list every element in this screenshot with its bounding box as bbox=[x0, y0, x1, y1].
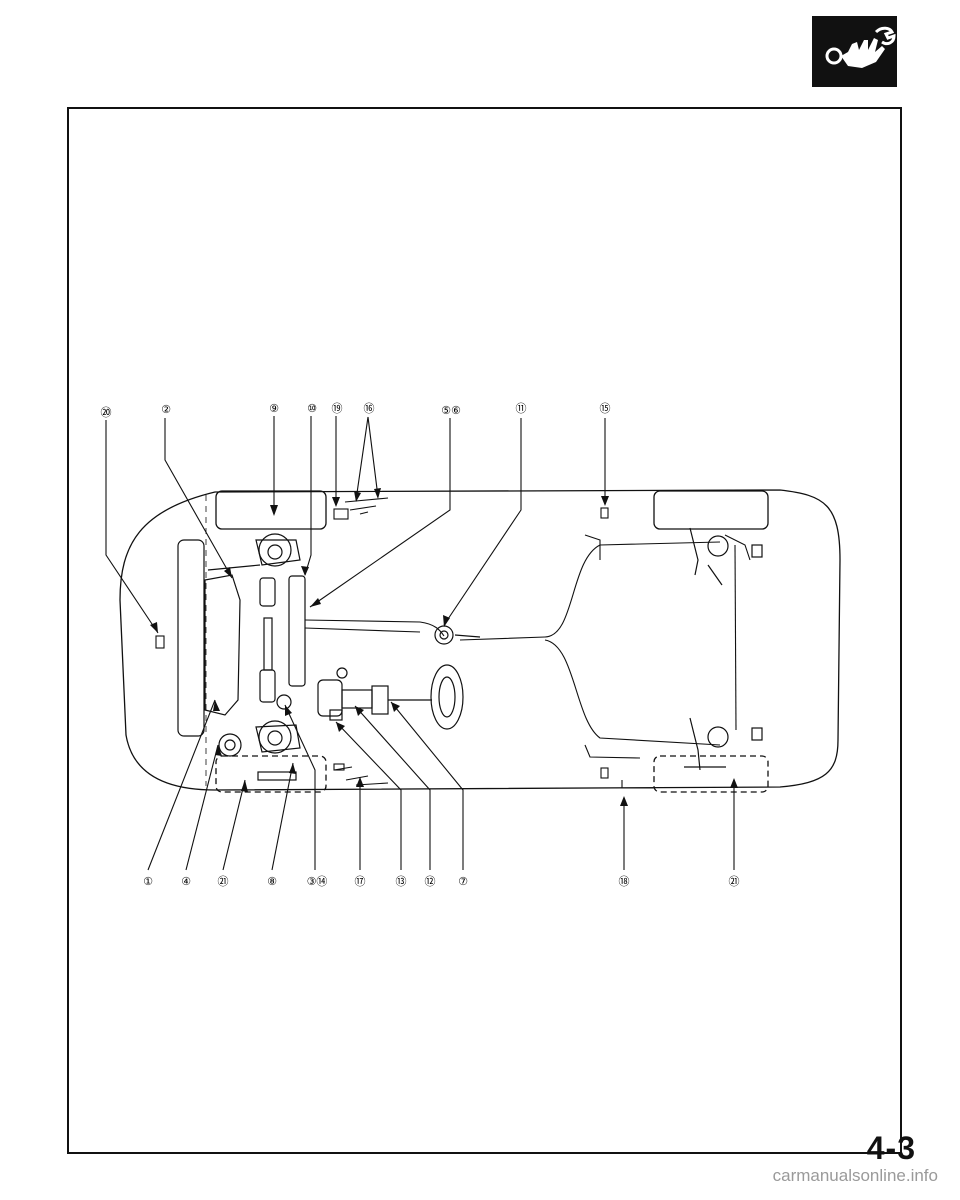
leader-lines bbox=[105, 416, 735, 871]
callout-20: ⑳ bbox=[101, 406, 112, 419]
callout-7: ⑦ bbox=[458, 875, 468, 888]
engine-assembly bbox=[177, 539, 261, 757]
callout-19: ⑲ bbox=[332, 402, 343, 415]
callout-12: ⑫ bbox=[425, 875, 436, 888]
brake-lines bbox=[304, 534, 751, 759]
watermark-text: carmanualsonline.info bbox=[772, 1166, 938, 1185]
callout-17: ⑰ bbox=[355, 875, 366, 888]
callout-18: ⑱ bbox=[619, 875, 630, 888]
small-parts bbox=[155, 497, 655, 789]
wheels bbox=[215, 490, 769, 793]
callout-10: ⑩ bbox=[307, 402, 317, 415]
callout-15: ⑮ bbox=[600, 402, 611, 415]
callout-2: ② bbox=[161, 403, 171, 416]
diagram-frame bbox=[67, 107, 902, 1154]
callout-16: ⑯ bbox=[364, 402, 375, 415]
master-cylinder-and-steering bbox=[317, 625, 481, 730]
callout-3-14: ③⑭ bbox=[307, 875, 328, 888]
callout-5-6: ⑤⑥ bbox=[441, 404, 461, 417]
front-suspension bbox=[255, 533, 306, 781]
callout-13: ⑬ bbox=[396, 875, 407, 888]
hand-wrench-icon bbox=[812, 16, 897, 87]
callout-9: ⑨ bbox=[269, 402, 279, 415]
arrow-heads bbox=[150, 488, 738, 806]
callout-4: ④ bbox=[181, 875, 191, 888]
vehicle-body bbox=[119, 489, 841, 791]
callout-8: ⑧ bbox=[267, 875, 277, 888]
page-number: 4-3 bbox=[866, 1130, 916, 1166]
callout-21-front: ㉑ bbox=[218, 875, 229, 888]
hand-wrench-graphic bbox=[825, 26, 896, 68]
callout-1: ① bbox=[143, 875, 153, 888]
rear-suspension bbox=[684, 527, 763, 771]
callout-labels: ⑳ ② ⑨ ⑩ ⑲ ⑯ ⑤⑥ ⑪ ⑮ ① ④ ㉑ ⑧ ③⑭ ⑰ ⑬ ⑫ ⑦ ⑱ … bbox=[101, 402, 740, 888]
callout-21-rear: ㉑ bbox=[729, 875, 740, 888]
callout-11: ⑪ bbox=[516, 402, 527, 415]
